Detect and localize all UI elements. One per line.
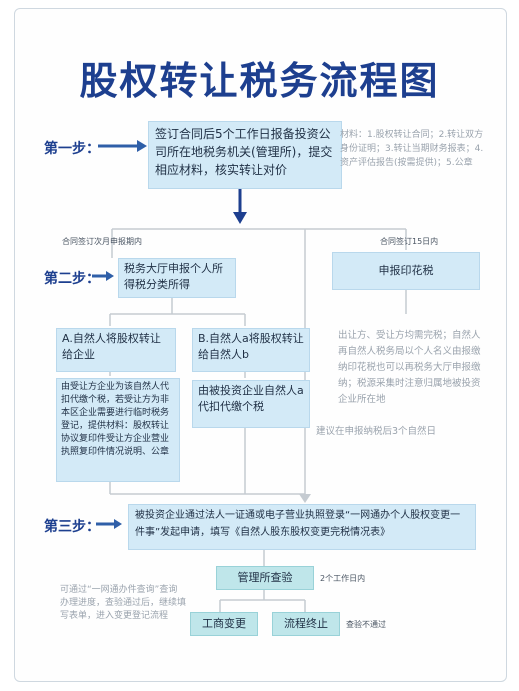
query-progress-note: 可通过“一网通办件查询”查询办理进度，查验通过后，继续填写表单，进入变更登记流程 xyxy=(60,585,187,621)
step3-arrow-head xyxy=(299,494,311,503)
option-b-box: B.自然人a将股权转让给自然人b xyxy=(192,328,310,372)
step3-arrow-head-left xyxy=(114,519,122,529)
step3-box: 被投资企业通过法人一证通或电子营业执照登录“一网通办个人股权变更一件事”发起申请… xyxy=(128,504,476,550)
materials-note: 材料：1.股权转让合同；2.转让双方身份证明；3.转让当期财务报表；4.资产评估… xyxy=(340,130,484,168)
step1-box: 签订合同后5个工作日报备投资公司所在地税务机关(管理所)，提交相应材料，核实转让… xyxy=(148,121,342,189)
fifteen-days-label: 合同签订15日内 xyxy=(380,237,439,246)
check-box: 管理所查验 xyxy=(216,566,314,590)
step2-arrow-head xyxy=(106,271,114,281)
step1-arrow-head xyxy=(137,140,147,152)
two-days-label: 2个工作日内 xyxy=(320,574,366,583)
option-b-detail-box: 由被投资企业自然人a代扣代缴个税 xyxy=(192,380,310,428)
box1-down-arrow-head xyxy=(233,212,247,224)
business-change-box: 工商变更 xyxy=(190,612,258,636)
step1-label: 第一步： xyxy=(44,141,100,157)
option-a-box: A.自然人将股权转让给企业 xyxy=(56,328,176,372)
stamp-tax-note: 出让方、受让方均需完税；自然人再自然人税务局以个人名义由报缴纳印花税也可以再税务… xyxy=(338,330,481,405)
tax-hall-box: 税务大厅申报个人所得税分类所得 xyxy=(118,258,236,298)
stamp-suggest-note: 建议在申报纳税后3个自然日 xyxy=(316,426,437,437)
check-fail-label: 查验不通过 xyxy=(346,620,386,629)
option-a-detail-box: 由受让方企业为该自然人代扣代缴个税，若受让方为非本区企业需要进行临时税务登记，提… xyxy=(56,378,180,482)
step3-label: 第三步： xyxy=(44,519,100,535)
step2-label: 第二步： xyxy=(44,271,100,287)
stamp-tax-box: 申报印花税 xyxy=(332,252,480,290)
next-month-label: 合同签订次月申报期内 xyxy=(62,237,142,246)
process-end-box: 流程终止 xyxy=(272,612,340,636)
page-title: 股权转让税务流程图 xyxy=(79,59,440,103)
